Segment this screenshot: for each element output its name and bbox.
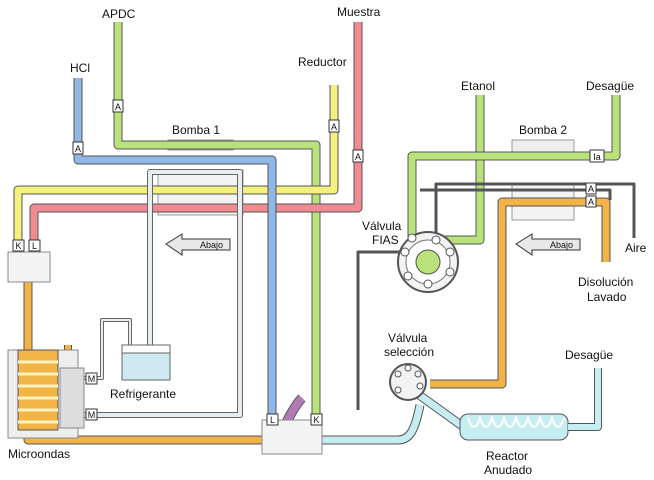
label-abajo-1: Abajo [200,240,223,250]
tube-apdc [113,22,321,420]
label-bomba-2: Bomba 2 [519,123,567,137]
tube-disolucion [430,197,611,389]
label-valvula-seleccion-1: Válvula [388,331,428,345]
tube-reductor [13,85,339,240]
tag-ia-text: Ia [593,152,601,162]
tag-l-left-text: L [32,241,37,251]
tube-cyan [320,388,468,445]
label-bomba-1: Bomba 1 [172,123,220,137]
tag-a-p2-1: A [585,182,597,195]
tag-k-bottom-text: K [313,415,319,425]
tag-m-bottom-text: M [88,410,96,420]
refrigerante-beaker [121,344,171,381]
label-desague-top: Desagüe [586,79,634,93]
label-lavado: Lavado [587,290,627,304]
label-aire: Aire [625,241,647,255]
label-valvula-fias-2: FIAS [372,233,399,247]
reactor-anudado [459,368,602,441]
tube-hcl [73,78,277,420]
label-hcl: HCl [70,61,90,75]
label-etanol: Etanol [461,79,495,93]
tag-m-top-text: M [88,374,96,384]
tag-l-bottom-text: L [270,415,275,425]
tag-hcl-a-text: A [75,144,81,154]
label-anudado: Anudado [484,463,532,477]
label-valvula-seleccion-2: selección [384,345,434,359]
tag-k-bottom: K [310,413,323,426]
tube-desague-top [407,95,621,240]
label-apdc: APDC [102,7,136,21]
tag-m-bottom: M [85,408,98,421]
tag-hcl-a: A [72,141,84,155]
tag-ia: Ia [589,149,605,163]
valvula-seleccion [389,363,427,401]
tag-reductor-a-text: A [331,122,337,132]
label-desague-bottom: Desagüe [565,348,613,362]
label-refrigerante: Refrigerante [110,387,176,401]
tube-aire [356,182,636,410]
tag-m-top: M [85,372,98,385]
label-reductor: Reductor [298,55,347,69]
tag-a-p2-1-text: A [588,184,594,194]
label-reactor: Reactor [486,449,528,463]
label-muestra: Muestra [337,5,381,19]
tag-muestra-a-text: A [355,152,361,162]
tag-apdc-a: A [112,99,124,113]
tag-a-p2-2-text: A [588,197,594,207]
tag-muestra-a: A [352,149,364,163]
microondas [7,251,85,439]
tag-apdc-a-text: A [115,102,121,112]
label-valvula-fias-1: Válvula [362,219,402,233]
label-microondas: Microondas [8,447,70,461]
tag-k-left: K [12,239,25,252]
tag-k-left-text: K [15,241,21,251]
bottom-junction [261,419,323,455]
tag-reductor-a: A [328,119,340,133]
valvula-fias [397,231,459,293]
tube-etanol [445,95,485,245]
abajo-arrow-2 [515,233,581,256]
tag-l-bottom: L [266,413,279,426]
abajo-arrow-1 [165,233,231,256]
label-disolucion: Disolución [578,275,633,289]
tube-muestra [29,22,363,240]
tag-a-p2-2: A [585,195,597,208]
tag-l-left: L [28,239,41,252]
label-abajo-2: Abajo [550,240,573,250]
